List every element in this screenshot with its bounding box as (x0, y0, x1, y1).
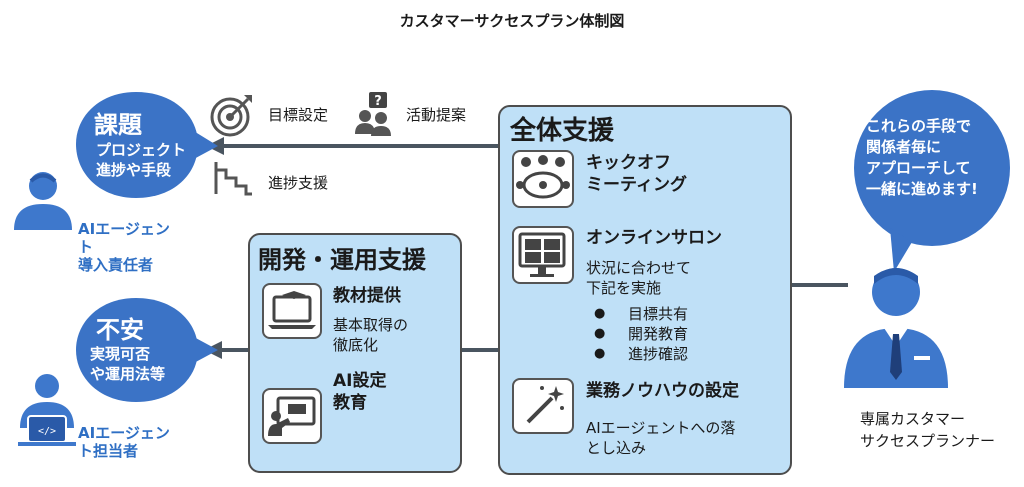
svg-text:?: ? (374, 94, 382, 109)
person-top-line2: ト (78, 238, 94, 256)
activity-proposal-label: 活動提案 (406, 106, 467, 124)
kickoff-line1: キックオフ (586, 153, 671, 173)
anxiety-bubble-text: 実現可否 や運用法等 (90, 344, 165, 384)
salon-desc-line1: 状況に合わせて (586, 259, 692, 277)
ai-edu-title: AI設定 教育 (333, 370, 386, 414)
salon-bullet: 進捗確認 (586, 344, 688, 364)
video-conference-icon (518, 232, 566, 277)
salon-desc: 状況に合わせて 下記を実施 (586, 258, 691, 298)
salon-desc-line2: 下記を実施 (586, 279, 662, 297)
teaching-icon-box (262, 388, 322, 444)
planner-bubble-line3: アプローチして (866, 159, 971, 177)
knowhow-icon-box (512, 378, 574, 434)
planner-label-line1: 専属カスタマー (860, 410, 966, 428)
person-bottom-label: AIエージェン ト担当者 (78, 424, 170, 460)
svg-text:</>: </> (38, 426, 56, 437)
materials-desc-line1: 基本取得の (333, 316, 409, 334)
salon-bullet: 開発教育 (586, 324, 688, 344)
laptop-icon-box (262, 283, 322, 339)
planner-bubble-line1: これらの手段で (866, 117, 972, 135)
issue-bubble-line1: プロジェクト (96, 141, 187, 159)
person-bottom-line2: ト担当者 (78, 442, 139, 460)
planner-bubble-line2: 関係者毎に (866, 138, 942, 156)
salon-bullet: 目標共有 (586, 304, 688, 324)
issue-bubble-line2: 進捗や手段 (96, 161, 172, 179)
person-bottom-line1: AIエージェン (78, 424, 170, 442)
person-top-label: AIエージェン ト 導入責任者 (78, 220, 170, 274)
person-laptop-icon: </> (18, 374, 76, 446)
salon-title: オンラインサロン (586, 228, 722, 248)
planner-bubble-line4: 一緒に進めます! (866, 180, 978, 198)
planner-label: 専属カスタマー サクセスプランナー (860, 408, 995, 452)
anxiety-bubble-line1: 実現可否 (90, 345, 151, 363)
ai-edu-line2: 教育 (333, 393, 367, 413)
materials-title: 教材提供 (333, 286, 401, 306)
planner-bubble-shape (854, 90, 1010, 272)
issue-bubble-shape (76, 92, 218, 198)
businessman-icon (844, 268, 948, 388)
anxiety-bubble-line2: や運用法等 (90, 365, 166, 383)
kickoff-icon-box (512, 150, 574, 208)
person-icon (14, 172, 72, 230)
knowhow-desc: AIエージェントへの落 とし込み (586, 418, 735, 458)
ai-edu-line1: AI設定 (333, 371, 387, 391)
knowhow-desc-line1: AIエージェントへの落 (586, 419, 736, 437)
anxiety-bubble-shape (76, 298, 218, 402)
teaching-board-icon (268, 396, 316, 436)
salon-icon-box (512, 226, 574, 284)
knowhow-title: 業務ノウハウの設定 (586, 381, 739, 401)
salon-bullet-list: 目標共有 開発教育 進捗確認 (586, 304, 688, 364)
anxiety-bubble-heading: 不安 (96, 316, 144, 344)
issue-bubble-heading: 課題 (94, 111, 142, 139)
overall-support-title: 全体支援 (510, 116, 615, 146)
magic-wand-icon (526, 386, 564, 424)
page-title: カスタマーサクセスプラン体制図 (399, 12, 625, 30)
planner-bubble-text: これらの手段で 関係者毎に アプローチして 一緒に進めます! (866, 116, 978, 200)
materials-desc-line2: 徹底化 (333, 336, 379, 354)
target-icon (210, 95, 252, 137)
laptop-graduation-icon (268, 291, 316, 329)
materials-desc: 基本取得の 徹底化 (333, 315, 408, 355)
kickoff-title: キックオフ ミーティング (586, 152, 687, 196)
progress-support-label: 進捗支援 (268, 174, 329, 192)
people-question-icon: ? (355, 92, 391, 136)
meeting-table-icon (516, 155, 570, 199)
person-top-line3: 導入責任者 (78, 256, 154, 274)
knowhow-desc-line2: とし込み (586, 439, 647, 457)
planner-label-line2: サクセスプランナー (860, 432, 996, 450)
dev-support-title: 開発・運用支援 (258, 246, 426, 274)
goal-setting-label: 目標設定 (268, 106, 329, 124)
person-top-line1: AIエージェン (78, 220, 170, 238)
progress-steps-icon (214, 162, 252, 196)
issue-bubble-text: プロジェクト 進捗や手段 (96, 140, 186, 180)
kickoff-line2: ミーティング (586, 175, 687, 195)
